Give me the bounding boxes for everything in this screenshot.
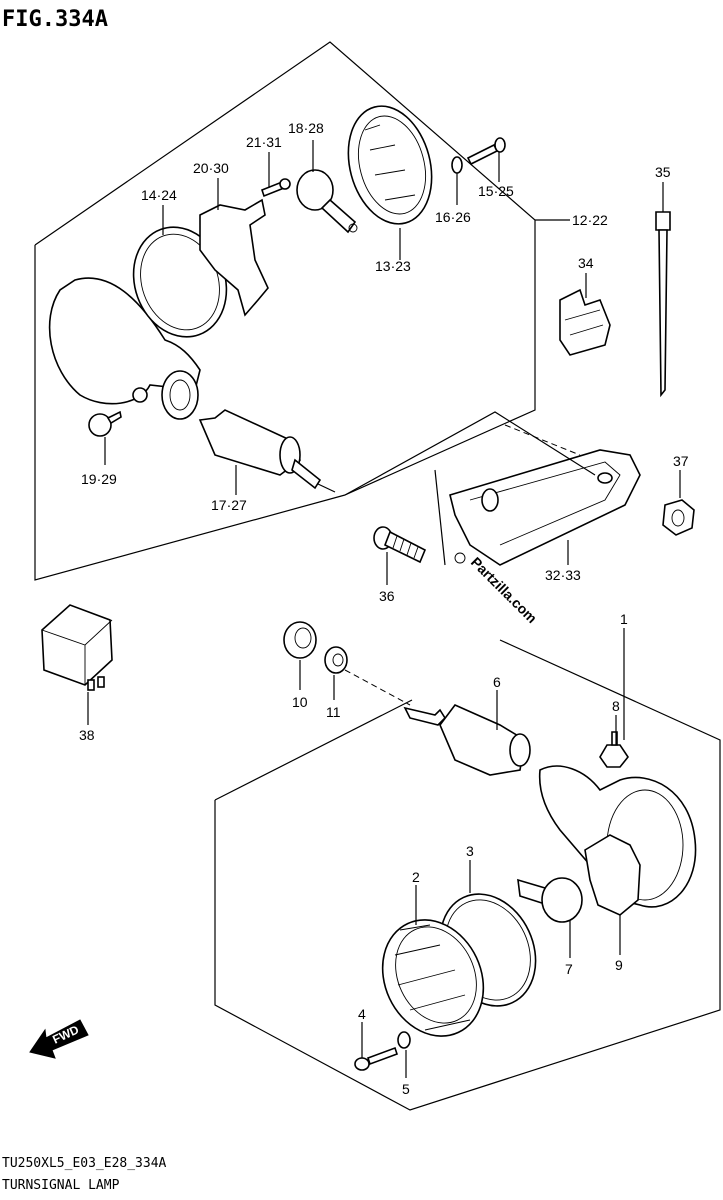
cable-tie-icon[interactable]	[655, 211, 671, 398]
callout-36: 36	[379, 588, 395, 604]
relay-icon[interactable]	[41, 604, 113, 691]
figure-caption: TURNSIGNAL LAMP	[2, 1178, 120, 1193]
callout-18-28: 18·28	[288, 120, 324, 136]
lower-bulb-icon[interactable]	[517, 877, 583, 923]
upper-reflector-bracket-icon[interactable]	[199, 198, 269, 317]
callout-17-27: 17·27	[211, 497, 247, 513]
bolt-icon[interactable]	[373, 526, 427, 564]
callout-5: 5	[402, 1081, 410, 1097]
clamp-icon[interactable]	[559, 288, 611, 356]
upper-lens-screw-icon[interactable]	[466, 137, 506, 166]
callout-6: 6	[493, 674, 501, 690]
callout-10: 10	[292, 694, 308, 710]
lower-washer-icon[interactable]	[397, 1031, 411, 1049]
upper-lamp-housing-icon[interactable]	[48, 277, 201, 420]
callout-38: 38	[79, 727, 95, 743]
callout-1: 1	[620, 611, 628, 627]
callout-14-24: 14·24	[141, 187, 177, 203]
bracket-mount-outline	[344, 411, 596, 566]
figure-title: FIG.334A	[2, 7, 108, 32]
bracket-icon[interactable]	[449, 449, 641, 566]
assembly-dashed-line	[344, 669, 411, 706]
upper-housing-screw-icon[interactable]	[88, 410, 122, 437]
callout-15-25: 15·25	[478, 183, 514, 199]
callout-12-22: 12·22	[572, 212, 608, 228]
lower-reflector-icon[interactable]	[584, 834, 641, 916]
callout-4: 4	[358, 1006, 366, 1022]
callout-7: 7	[565, 961, 573, 977]
lower-socket-icon[interactable]	[403, 704, 531, 776]
leader-lines	[87, 140, 681, 1078]
grommet-icon[interactable]	[283, 621, 317, 659]
callout-34: 34	[578, 255, 594, 271]
lower-lamp-housing-icon[interactable]	[538, 765, 697, 908]
callout-21-31: 21·31	[246, 134, 282, 150]
lower-lens-screw-icon[interactable]	[354, 1046, 399, 1071]
callout-16-26: 16·26	[435, 209, 471, 225]
upper-washer-icon[interactable]	[451, 156, 463, 174]
callout-3: 3	[466, 843, 474, 859]
callout-13-23: 13·23	[375, 258, 411, 274]
callout-19-29: 19·29	[81, 471, 117, 487]
callout-9: 9	[615, 957, 623, 973]
callout-37: 37	[673, 453, 689, 469]
upper-socket-icon[interactable]	[198, 409, 336, 493]
callout-2: 2	[412, 869, 420, 885]
collar-icon[interactable]	[324, 646, 348, 674]
nut-icon[interactable]	[662, 499, 695, 536]
fwd-arrow-icon: FWD	[29, 1019, 89, 1059]
callout-32-33: 32·33	[545, 567, 581, 583]
callout-35: 35	[655, 164, 671, 180]
callout-20-30: 20·30	[193, 160, 229, 176]
callout-11: 11	[326, 704, 341, 720]
callout-8: 8	[612, 698, 620, 714]
watermark-text: Partzilla.com	[468, 554, 540, 626]
upper-bulb-icon[interactable]	[296, 169, 358, 234]
lower-assembly-frame	[214, 639, 721, 1111]
upper-lens-icon[interactable]	[336, 97, 444, 234]
model-code: TU250XL5_E03_E28_334A	[2, 1156, 167, 1171]
callout-labels: 12·22 13·23 14·24 15·25 16·26 17·27 18·2…	[79, 120, 689, 1097]
lower-lens-icon[interactable]	[364, 903, 502, 1052]
upper-small-screw-icon[interactable]	[261, 178, 291, 198]
